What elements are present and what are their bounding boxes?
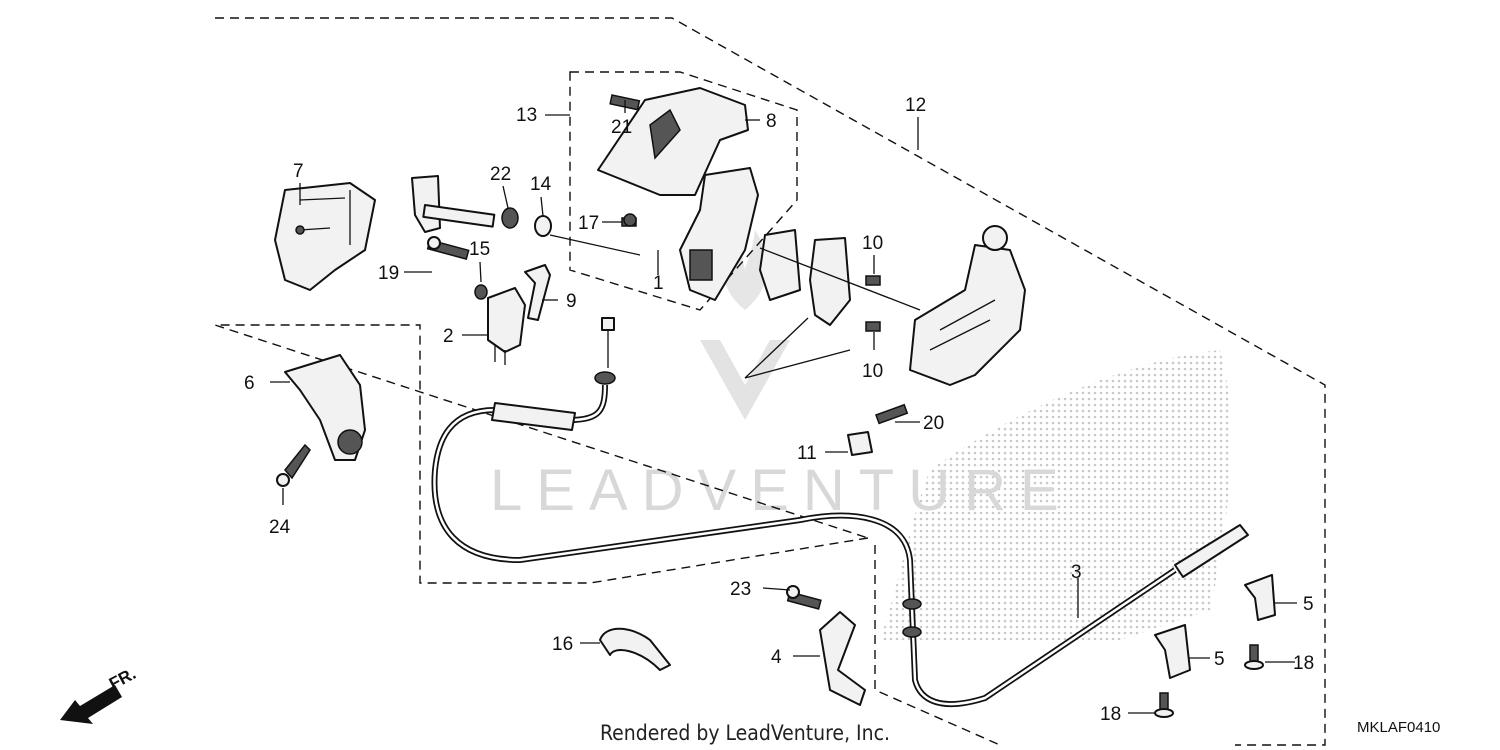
cable-clamp-outline	[874, 545, 1001, 746]
watermark-text: LEADVENTURE	[490, 458, 1073, 523]
assembly-13-outline	[569, 71, 798, 311]
upper-cable	[431, 317, 1249, 708]
latch-housing	[909, 225, 1026, 386]
housing-part-7	[274, 182, 376, 291]
callout-5-upper: 5	[1303, 594, 1314, 615]
clip-part-11	[847, 431, 873, 456]
callout-20: 20	[923, 413, 944, 434]
clamp-part-5b	[1154, 624, 1191, 679]
pin-part-20	[875, 403, 909, 425]
callout-18-lower: 18	[1100, 704, 1121, 725]
callout-22: 22	[490, 164, 511, 185]
rendered-by-credit: Rendered by LeadVenture, Inc.	[600, 721, 890, 745]
bolt-part-18b	[1154, 692, 1174, 718]
washer-part-15	[474, 284, 488, 300]
callout-11: 11	[797, 443, 817, 464]
callout-9: 9	[566, 291, 577, 312]
spring-part-9	[524, 264, 551, 321]
callout-23: 23	[730, 579, 751, 600]
diagram-code: MKLAF0410	[1357, 719, 1440, 736]
callout-3: 3	[1071, 562, 1082, 583]
callout-6: 6	[244, 373, 255, 394]
callout-15: 15	[469, 239, 490, 260]
spring-part-10a	[865, 275, 881, 286]
callout-13: 13	[516, 105, 537, 126]
switch-part-2	[487, 287, 526, 365]
bolt-part-23	[786, 585, 822, 610]
callout-17: 17	[578, 213, 599, 234]
handle-shaft	[411, 175, 496, 233]
cam-parts	[759, 229, 851, 326]
callout-19: 19	[378, 263, 399, 284]
lever-part-8	[597, 87, 749, 196]
bracket-part-6	[284, 354, 366, 461]
clamp-part-5a	[1244, 574, 1276, 621]
callout-24: 24	[269, 517, 291, 538]
callout-2: 2	[443, 326, 454, 347]
callout-labels: 7 6 24 13 8 12 21 22 14 17 1 19 15 2 9 1…	[244, 95, 1314, 725]
bolt-part-24	[276, 443, 311, 487]
callout-4: 4	[771, 647, 782, 668]
latch-mechanism	[679, 167, 759, 301]
honda-wing-watermark	[880, 350, 1231, 640]
front-direction-arrow-icon	[60, 685, 122, 724]
callout-16: 16	[552, 634, 573, 655]
callout-10-bottom: 10	[862, 361, 883, 382]
callout-18-upper: 18	[1293, 653, 1314, 674]
assembly-12-outline	[214, 17, 1326, 746]
bolt-part-19	[426, 236, 470, 260]
spring-part-10b	[865, 321, 881, 332]
callout-5-lower: 5	[1214, 649, 1225, 670]
callout-21: 21	[611, 117, 632, 138]
callout-12: 12	[905, 95, 926, 116]
callout-10-top: 10	[862, 233, 883, 254]
callout-1: 1	[653, 273, 664, 294]
callout-7: 7	[293, 161, 304, 182]
nut-part-17	[623, 213, 637, 227]
leader-lines	[270, 100, 1297, 714]
callout-8: 8	[766, 111, 777, 132]
band-part-16	[599, 627, 671, 671]
washers-22-14	[501, 207, 552, 237]
bracket-part-4	[819, 611, 866, 706]
callout-14: 14	[530, 174, 552, 195]
bolt-part-18a	[1244, 644, 1264, 670]
